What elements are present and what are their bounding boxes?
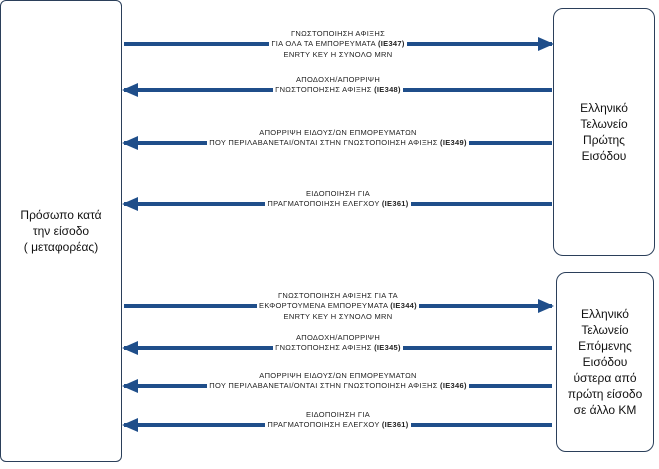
first-entry-office-box: Ελληνικό Τελωνείο Πρώτης Εισόδου xyxy=(553,8,655,256)
message-text: ΠΡΑΓΜΑΤΟΠΟΙΗΣΗ ΕΛΕΓΧΟΥ xyxy=(267,420,382,429)
message-text: ΠΡΑΓΜΑΤΟΠΟΙΗΣΗ ΕΛΕΓΧΟΥ xyxy=(267,199,382,208)
carrier-box: Πρόσωπο κατά την είσοδο ( μεταφορέας) xyxy=(0,0,122,462)
next-entry-office-box: Ελληνικό Τελωνείο Επόμενης Εισόδου ύστερ… xyxy=(556,272,654,452)
message-text: ΕΚΦΟΡΤΟΥΜΕΝΑ ΕΜΠΟΡΕΥΜΑΤΑ xyxy=(259,301,388,310)
message-code: (IE346) xyxy=(440,381,467,390)
message-code: (IE348) xyxy=(374,85,401,94)
message-text: ΕΙΔΟΠΟΙΗΣΗ ΓΙΑ xyxy=(305,189,371,198)
message-code: (IE345) xyxy=(374,343,401,352)
message-code: (IE347) xyxy=(377,39,405,48)
message-text: ΕΙΔΟΠΟΙΗΣΗ ΓΙΑ xyxy=(305,410,371,419)
message-code: (IE344) xyxy=(390,301,417,310)
message-text: ΓΝΩΣΤΟΠΟΙΗΣΗ ΑΦΙΞΗΣ xyxy=(290,29,386,38)
message-code: (IE361) xyxy=(381,199,409,208)
message-extra: ENRTY KEY Η ΣΥΝΟΛΟ MRN xyxy=(283,50,393,59)
message-text: ΠΟΥ ΠΕΡΙΛΑΒΑΝΕΤΑΙ/ΟΝΤΑΙ ΣΤΗΝ ΓΝΩΣΤΟΠΟΙΗΣ… xyxy=(209,138,438,147)
message-code: (IE349) xyxy=(440,138,467,147)
message-text: ΠΟΥ ΠΕΡΙΛΑΒΑΝΕΤΑΙ/ΟΝΤΑΙ ΣΤΗΝ ΓΝΩΣΤΟΠΟΙΗΣ… xyxy=(209,381,438,390)
message-text: ΑΠΟΡΡΙΨΗ ΕΙΔΟΥΣ/ΩΝ ΕΠΜΟΡΕΥΜΑΤΩΝ xyxy=(259,371,417,380)
message-text: ΑΠΟΡΡΙΨΗ ΕΙΔΟΥΣ/ΩΝ ΕΠΜΟΡΕΥΜΑΤΩΝ xyxy=(259,128,417,137)
message-text: ΑΠΟΔΟΧΗ/ΑΠΟΡΡΙΨΗ xyxy=(295,75,381,84)
message-code: (IE361) xyxy=(381,420,409,429)
message-text: ΓΝΩΣΤΟΠΟΗΣΗΣ ΑΦΙΞΗΣ xyxy=(275,343,372,352)
message-text: ΑΠΟΔΟΧΗ/ΑΠΟΡΡΙΨΗ xyxy=(295,333,381,342)
message-extra: ENRTY KEY Η ΣΥΝΟΛΟ MRN xyxy=(283,312,393,321)
message-text: ΓΝΩΣΤΟΠΟΗΣΗΣ ΑΦΙΞΗΣ xyxy=(275,85,372,94)
message-text: ΓΙΑ ΟΛΑ ΤΑ ΕΜΠΟΡΕΥΜΑΤΑ xyxy=(271,39,376,48)
message-text: ΓΝΩΣΤΟΠΟΙΗΣΗ ΑΦΙΞΗΣ ΓΙΑ ΤΑ xyxy=(278,291,398,300)
